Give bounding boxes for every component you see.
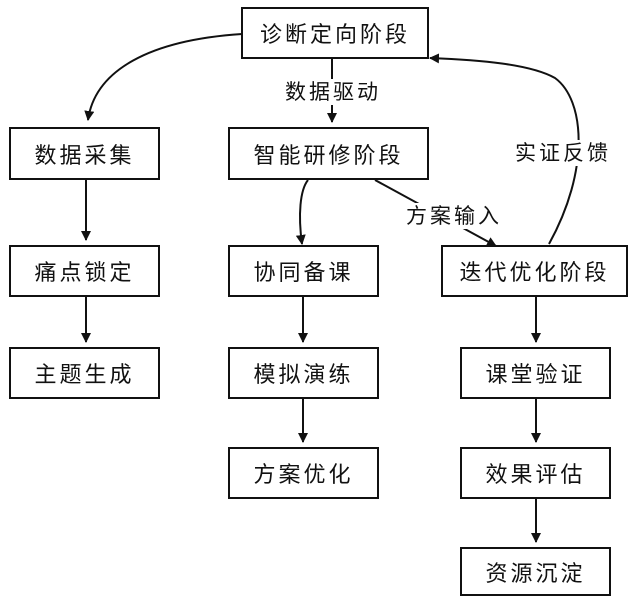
node-plan-optimize: 方案优化	[228, 447, 379, 499]
label-evidence-feedback: 实证反馈	[513, 140, 613, 166]
node-iteration: 迭代优化阶段	[441, 245, 628, 297]
node-resource-deposit: 资源沉淀	[460, 547, 611, 596]
label-data-driven: 数据驱动	[283, 79, 383, 105]
edge-research-to-coprep	[295, 179, 309, 245]
edge-iteration-to-diagnosis	[429, 53, 580, 245]
node-co-prep: 协同备课	[228, 245, 379, 297]
node-pain-point: 痛点锁定	[9, 245, 160, 297]
node-topic-generation: 主题生成	[9, 347, 160, 399]
edge-diagnosis-to-collection	[84, 33, 243, 121]
node-class-verify: 课堂验证	[460, 347, 611, 399]
node-smart-research: 智能研修阶段	[228, 127, 429, 180]
label-plan-input: 方案输入	[404, 203, 504, 229]
node-diagnosis: 诊断定向阶段	[241, 7, 429, 59]
node-data-collection: 数据采集	[9, 127, 160, 180]
node-simulation: 模拟演练	[228, 347, 379, 399]
node-effect-eval: 效果评估	[460, 447, 611, 499]
